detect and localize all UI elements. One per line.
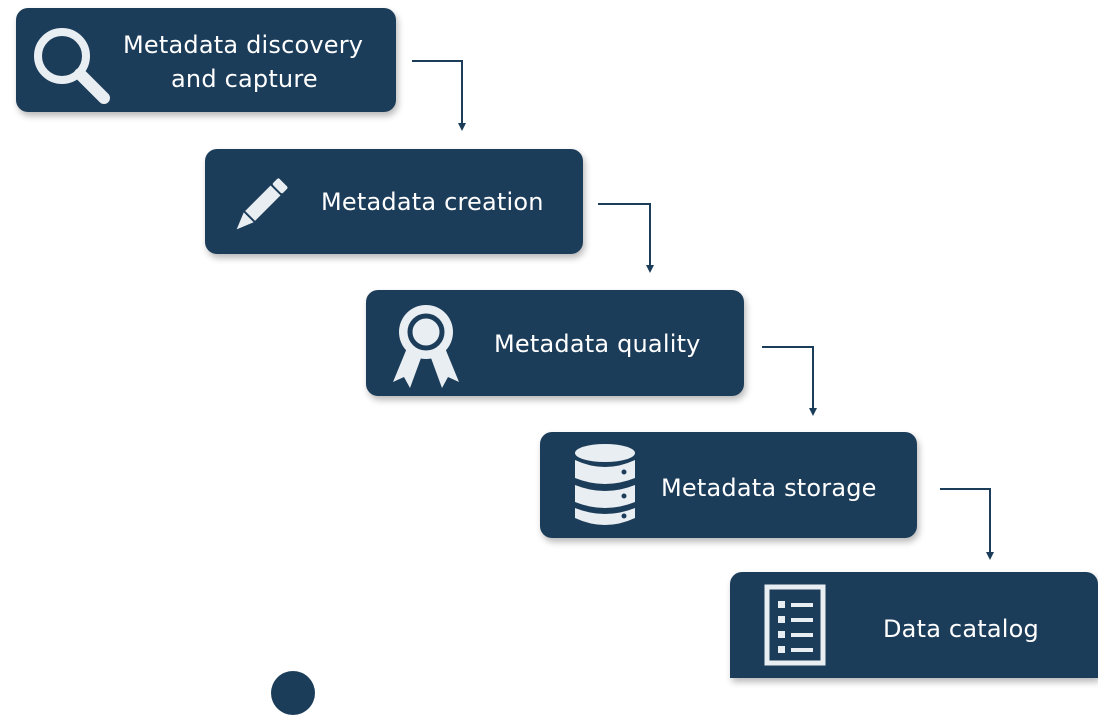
step-data-catalog: Data catalog [730, 572, 1098, 678]
step-label-line-1: Metadata discovery [123, 31, 364, 59]
step-metadata-discovery: Metadata discovery and capture [16, 8, 396, 112]
award-ribbon-icon [393, 305, 459, 388]
step-metadata-storage: Metadata storage [540, 432, 917, 538]
connector-arrow-1 [412, 60, 466, 131]
step-label: Metadata storage [661, 474, 877, 502]
step-metadata-creation: Metadata creation [205, 149, 583, 254]
connector-arrow-2 [598, 203, 654, 273]
step-label: Data catalog [883, 615, 1039, 643]
connector-arrow-3 [762, 346, 817, 416]
step-label: Metadata quality [494, 330, 701, 358]
step-metadata-quality: Metadata quality [366, 290, 744, 396]
step-label: Metadata creation [321, 188, 544, 216]
step-label: Metadata discovery and capture [123, 28, 363, 96]
checklist-document-icon [764, 584, 826, 666]
database-icon [575, 444, 635, 525]
pencil-icon [236, 178, 288, 230]
step-label-line-2: and capture [171, 65, 318, 93]
flow-connectors [412, 60, 994, 560]
connector-arrow-4 [940, 488, 994, 560]
magnifier-icon [34, 28, 110, 104]
